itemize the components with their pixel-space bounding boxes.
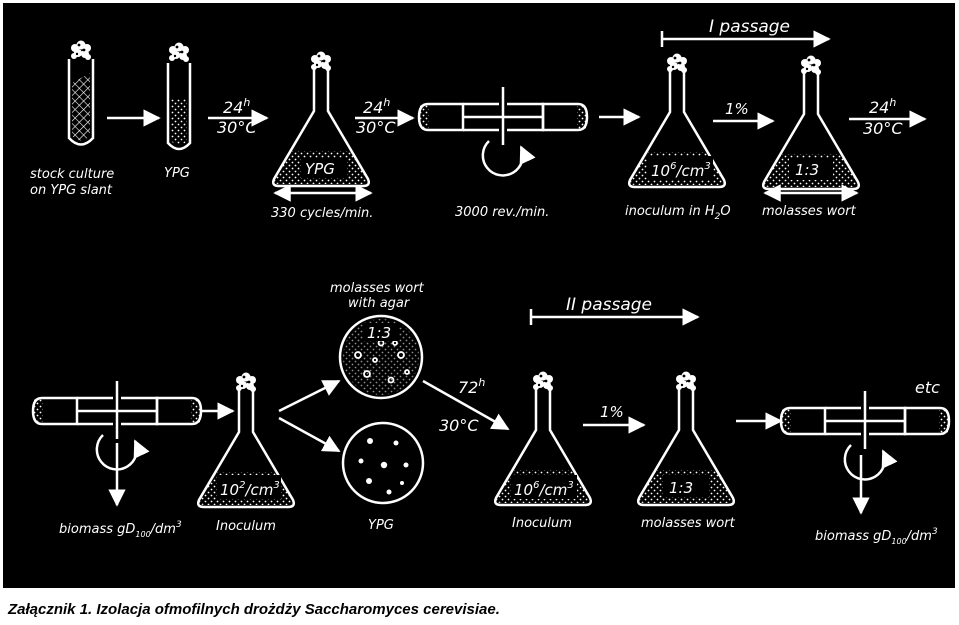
- stock-culture-label-line2: on YPG slant: [30, 183, 113, 198]
- centrifuge-1: [419, 87, 587, 175]
- flask3-label: molasses wort: [762, 204, 857, 219]
- arrow-to-plate-bottom: [278, 416, 341, 453]
- step3-temp: 30°C: [863, 119, 903, 138]
- stock-culture-tube: [67, 40, 95, 146]
- flask5-label: Inoculum: [512, 516, 572, 531]
- flask5-density: 106/cm3: [514, 480, 574, 499]
- step2-temp: 30°C: [356, 118, 396, 137]
- step1-time: 24h: [223, 96, 250, 117]
- shaking-label: 330 cycles/min.: [271, 206, 373, 221]
- plate-ypg: [341, 421, 425, 505]
- step3-time: 24h: [869, 96, 896, 117]
- plate-top-ratio: 1:3: [367, 324, 391, 342]
- figure-caption: Załącznik 1. Izolacja ofmofilnych drożdż…: [8, 601, 500, 618]
- step1-temp: 30°C: [217, 118, 257, 137]
- flask4-density: 102/cm3: [220, 480, 280, 499]
- diagram-panel: stock culture on YPG slant YPG 24h 30°C …: [3, 3, 955, 588]
- biomass2-label: biomass gD100/dm3: [815, 527, 938, 546]
- flask4-label: Inoculum: [216, 519, 276, 534]
- stock-culture-label-line1: stock culture: [30, 167, 114, 182]
- arrow-step4: [422, 379, 510, 431]
- flask2-label: inoculum in H2O: [625, 204, 731, 222]
- flask6-ratio: 1:3: [669, 479, 693, 497]
- flask2-density: 106/cm3: [651, 161, 711, 180]
- tube-label-ypg: YPG: [164, 166, 190, 181]
- passage1-label: I passage: [709, 17, 790, 37]
- step4-time: 72h: [458, 376, 485, 397]
- step4-temp: 30°C: [439, 416, 479, 435]
- plate-top-caption-line2: with agar: [348, 296, 411, 311]
- flask6-label: molasses wort: [641, 516, 736, 531]
- plate-top-caption-line1: molasses wort: [330, 281, 425, 296]
- process-diagram: stock culture on YPG slant YPG 24h 30°C …: [30, 17, 955, 546]
- dilution1-label: 1%: [725, 100, 749, 118]
- plate-molasses-agar: [338, 314, 424, 400]
- dilution2-label: 1%: [600, 403, 624, 421]
- biomass1-label: biomass gD100/dm3: [59, 520, 182, 539]
- step2-time: 24h: [363, 96, 390, 117]
- centrifuge-label: 3000 rev./min.: [455, 205, 549, 220]
- ypg-tube: [166, 42, 192, 151]
- plate-bottom-label: YPG: [368, 518, 394, 533]
- flask3-ratio: 1:3: [795, 161, 819, 179]
- arrow-to-plate-top: [278, 379, 341, 413]
- passage2-label: II passage: [566, 295, 652, 315]
- flask1-medium: YPG: [305, 160, 335, 178]
- centrifuge-3: [781, 391, 949, 479]
- etc-label: etc: [915, 378, 940, 397]
